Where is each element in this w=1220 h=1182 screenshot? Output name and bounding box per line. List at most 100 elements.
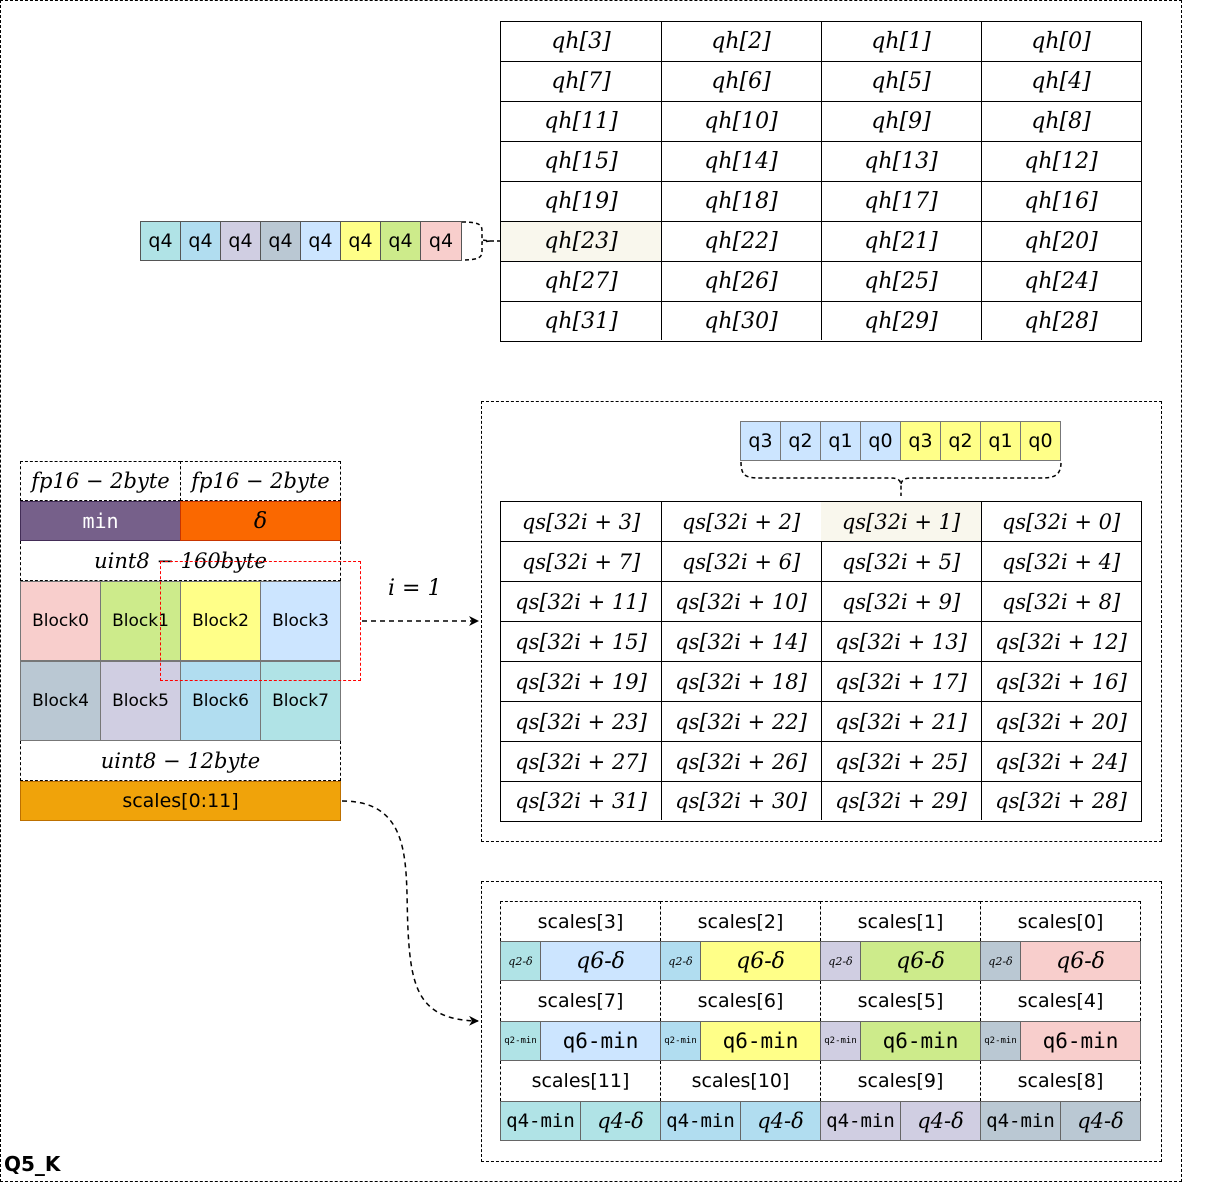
qs-cell: qs[32i + 12]	[981, 622, 1141, 662]
qs-cell: qs[32i + 8]	[981, 582, 1141, 622]
q4-min-field: q4-min	[980, 1101, 1061, 1141]
qh-cell: qh[9]	[821, 102, 982, 142]
qh-cell: qh[22]	[661, 222, 822, 262]
block-6: Block6	[180, 661, 261, 741]
qs-cell: qs[32i + 27]	[501, 742, 662, 782]
qh-cell: qh[30]	[661, 302, 822, 340]
qh-cell-highlighted: qh[23]	[501, 222, 662, 262]
block-5: Block5	[100, 661, 181, 741]
q6-delta-field: q6-δ	[540, 941, 661, 981]
qs-cell: qs[32i + 25]	[821, 742, 982, 782]
scales-label: scales[7]	[500, 981, 661, 1021]
q4-cell-6: q4	[380, 221, 421, 261]
qs-cell: qs[32i + 9]	[821, 582, 982, 622]
qs-cell: qs[32i + 20]	[981, 702, 1141, 742]
q4-cell-7: q4	[420, 221, 462, 261]
qh-cell: qh[21]	[821, 222, 982, 262]
qh-cell: qh[24]	[981, 262, 1141, 302]
scales-label: scales[11]	[500, 1061, 661, 1101]
q4-cell-1: q4	[180, 221, 221, 261]
scales-label: scales[1]	[820, 901, 981, 941]
qh-cell: qh[17]	[821, 182, 982, 222]
scales-label: scales[2]	[660, 901, 821, 941]
q4-delta-field: q4-δ	[740, 1101, 821, 1141]
qs-cell: qs[32i + 3]	[501, 502, 662, 542]
scales-label: scales[6]	[660, 981, 821, 1021]
q6-min-field: q6-min	[700, 1021, 821, 1061]
qs-cell: qs[32i + 11]	[501, 582, 662, 622]
q5k-label: Q5_K	[4, 1152, 61, 1176]
qh-cell: qh[16]	[981, 182, 1141, 222]
q4-delta-field: q4-δ	[900, 1101, 981, 1141]
q2-delta-nibble: q2-δ	[500, 941, 541, 981]
q4-cell-3: q4	[260, 221, 301, 261]
qs-cell-highlighted: qs[32i + 1]	[821, 502, 982, 542]
selection-highlight	[160, 561, 361, 681]
q4-row: q4 q4 q4 q4 q4 q4 q4 q4	[140, 221, 462, 261]
bits-row: q3 q2 q1 q0 q3 q2 q1 q0	[740, 421, 1061, 461]
qh-cell: qh[10]	[661, 102, 822, 142]
q6-delta-field: q6-δ	[700, 941, 821, 981]
qh-cell: qh[19]	[501, 182, 662, 222]
q6-min-field: q6-min	[1020, 1021, 1141, 1061]
qh-cell: qh[6]	[661, 62, 822, 102]
bit-cell-2: q1	[820, 421, 861, 461]
block-4: Block4	[20, 661, 101, 741]
qs-cell: qs[32i + 6]	[661, 542, 822, 582]
qs-cell: qs[32i + 31]	[501, 782, 662, 820]
q2-delta-nibble: q2-δ	[660, 941, 701, 981]
q6-delta-field: q6-δ	[1020, 941, 1141, 981]
qs-cell: qs[32i + 30]	[661, 782, 822, 820]
qh-cell: qh[28]	[1024, 308, 1098, 334]
qs-cell: qs[32i + 29]	[821, 782, 982, 820]
scales-label: scales[5]	[820, 981, 981, 1021]
block-0: Block0	[20, 581, 101, 661]
qh-cell: qh[5]	[821, 62, 982, 102]
qs-cell: qs[32i + 15]	[501, 622, 662, 662]
qs-cell: qs[32i + 18]	[661, 662, 822, 702]
q4-cell-5: q4	[340, 221, 381, 261]
qh-cell: qh[13]	[821, 142, 982, 182]
qs-cell: qs[32i + 14]	[661, 622, 822, 662]
q4-min-field: q4-min	[500, 1101, 581, 1141]
qs-cell: qs[32i + 7]	[501, 542, 662, 582]
qs-frame	[481, 401, 1162, 842]
bit-cell-0: q3	[740, 421, 781, 461]
block-1: Block1	[100, 581, 181, 661]
scales-label: scales[9]	[820, 1061, 981, 1101]
q2-min-nibble: q2-min	[500, 1021, 541, 1061]
q2-min-nibble: q2-min	[660, 1021, 701, 1061]
bit-cell-1: q2	[780, 421, 821, 461]
qh-cell: qh[14]	[661, 142, 822, 182]
qs-cell: qs[32i + 16]	[981, 662, 1141, 702]
block-3: Block3	[260, 581, 341, 661]
min-field: min	[20, 501, 181, 541]
bit-cell-7: q0	[1020, 421, 1061, 461]
qh-table: qh[3] qh[2] qh[1] qh[0] qh[7] qh[6] qh[5…	[500, 21, 1142, 342]
qs-cell: qs[32i + 10]	[661, 582, 822, 622]
bit-cell-3: q0	[860, 421, 901, 461]
scales-label: scales[10]	[660, 1061, 821, 1101]
q6-min-field: q6-min	[540, 1021, 661, 1061]
bit-cell-6: q1	[980, 421, 1021, 461]
qh-cell: qh[4]	[981, 62, 1141, 102]
qh-cell: qh[3]	[501, 22, 662, 62]
scales-field: scales[0:11]	[20, 781, 341, 821]
qs-cell: qs[32i + 0]	[981, 502, 1141, 542]
q4-cell-2: q4	[220, 221, 261, 261]
q4-min-field: q4-min	[660, 1101, 741, 1141]
scales-label: scales[8]	[980, 1061, 1141, 1101]
uint8-12-label: uint8 − 12byte	[20, 741, 341, 781]
qs-cell: qs[32i + 13]	[821, 622, 982, 662]
qh-cell: qh[26]	[661, 262, 822, 302]
qs-table: qs[32i + 3] qs[32i + 2] qs[32i + 1] qs[3…	[500, 501, 1142, 822]
q2-min-nibble: q2-min	[980, 1021, 1021, 1061]
qh-cell: qh[11]	[501, 102, 662, 142]
qs-cell: qs[32i + 21]	[821, 702, 982, 742]
i-label: i = 1	[388, 576, 442, 601]
qs-cell: qs[32i + 17]	[821, 662, 982, 702]
q2-min-nibble: q2-min	[820, 1021, 861, 1061]
fp16-delta-label: fp16 − 2byte	[180, 461, 341, 501]
qh-cell: qh[18]	[661, 182, 822, 222]
qh-cell: qh[1]	[821, 22, 982, 62]
